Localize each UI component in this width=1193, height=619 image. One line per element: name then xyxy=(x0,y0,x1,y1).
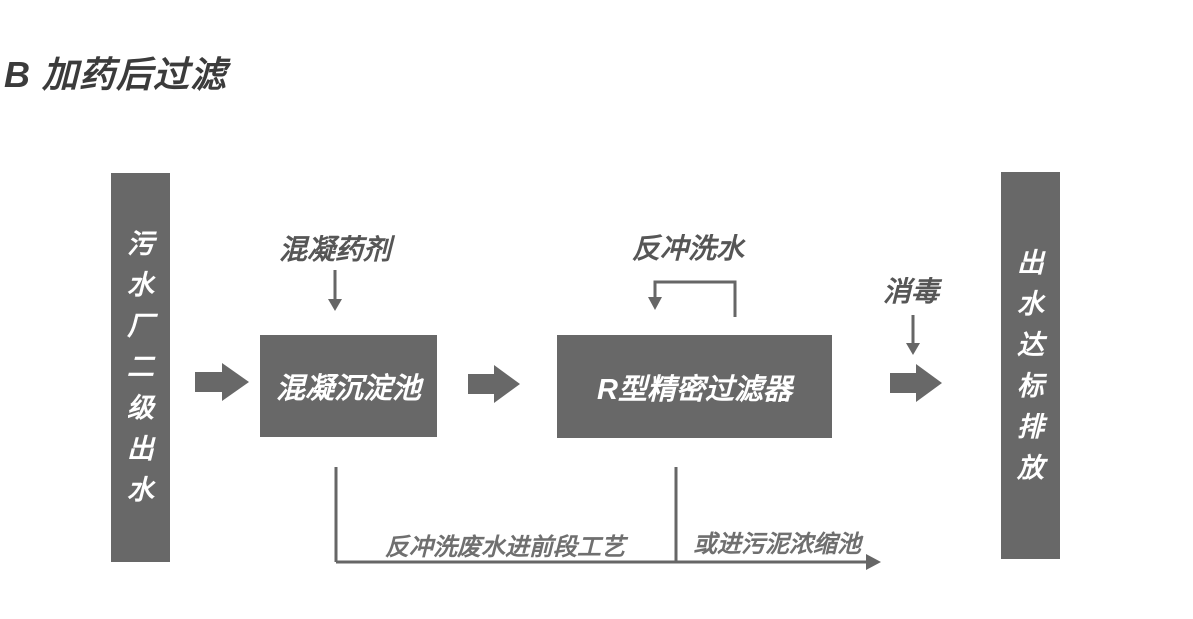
annotation-backwash-water: 反冲洗水 xyxy=(632,233,745,264)
down-arrow-icon xyxy=(906,343,920,355)
backwash-connector-icon xyxy=(653,280,737,317)
down-arrow-icon xyxy=(328,299,342,311)
diagram-title: B 加药后过滤 xyxy=(4,54,228,95)
box-precision-filter: R型精密过滤器 xyxy=(557,335,832,438)
source-bar: 污水厂二级出水 xyxy=(111,173,170,562)
right-arrow-icon xyxy=(866,554,881,570)
flow-arrow-right-icon xyxy=(195,363,249,401)
flow-label-front-process: 反冲洗废水进前段工艺 xyxy=(385,534,625,561)
annotation-coagulant: 混凝药剂 xyxy=(279,234,392,265)
annotation-disinfection: 消毒 xyxy=(883,276,940,307)
flow-label-sludge-thickener: 或进污泥浓缩池 xyxy=(693,531,861,558)
source-bar-label: 污水厂二级出水 xyxy=(127,229,154,505)
box-precision-filter-label: R型精密过滤器 xyxy=(597,373,792,406)
down-arrow-icon xyxy=(648,297,662,310)
box-coagulation-label: 混凝沉淀池 xyxy=(275,373,421,405)
output-bar: 出水达标排放 xyxy=(1001,172,1060,559)
flow-arrow-right-icon xyxy=(468,365,520,403)
box-coagulation-tank: 混凝沉淀池 xyxy=(260,335,437,437)
flow-arrow-right-icon xyxy=(890,364,942,402)
output-bar-label: 出水达标排放 xyxy=(1017,247,1044,483)
